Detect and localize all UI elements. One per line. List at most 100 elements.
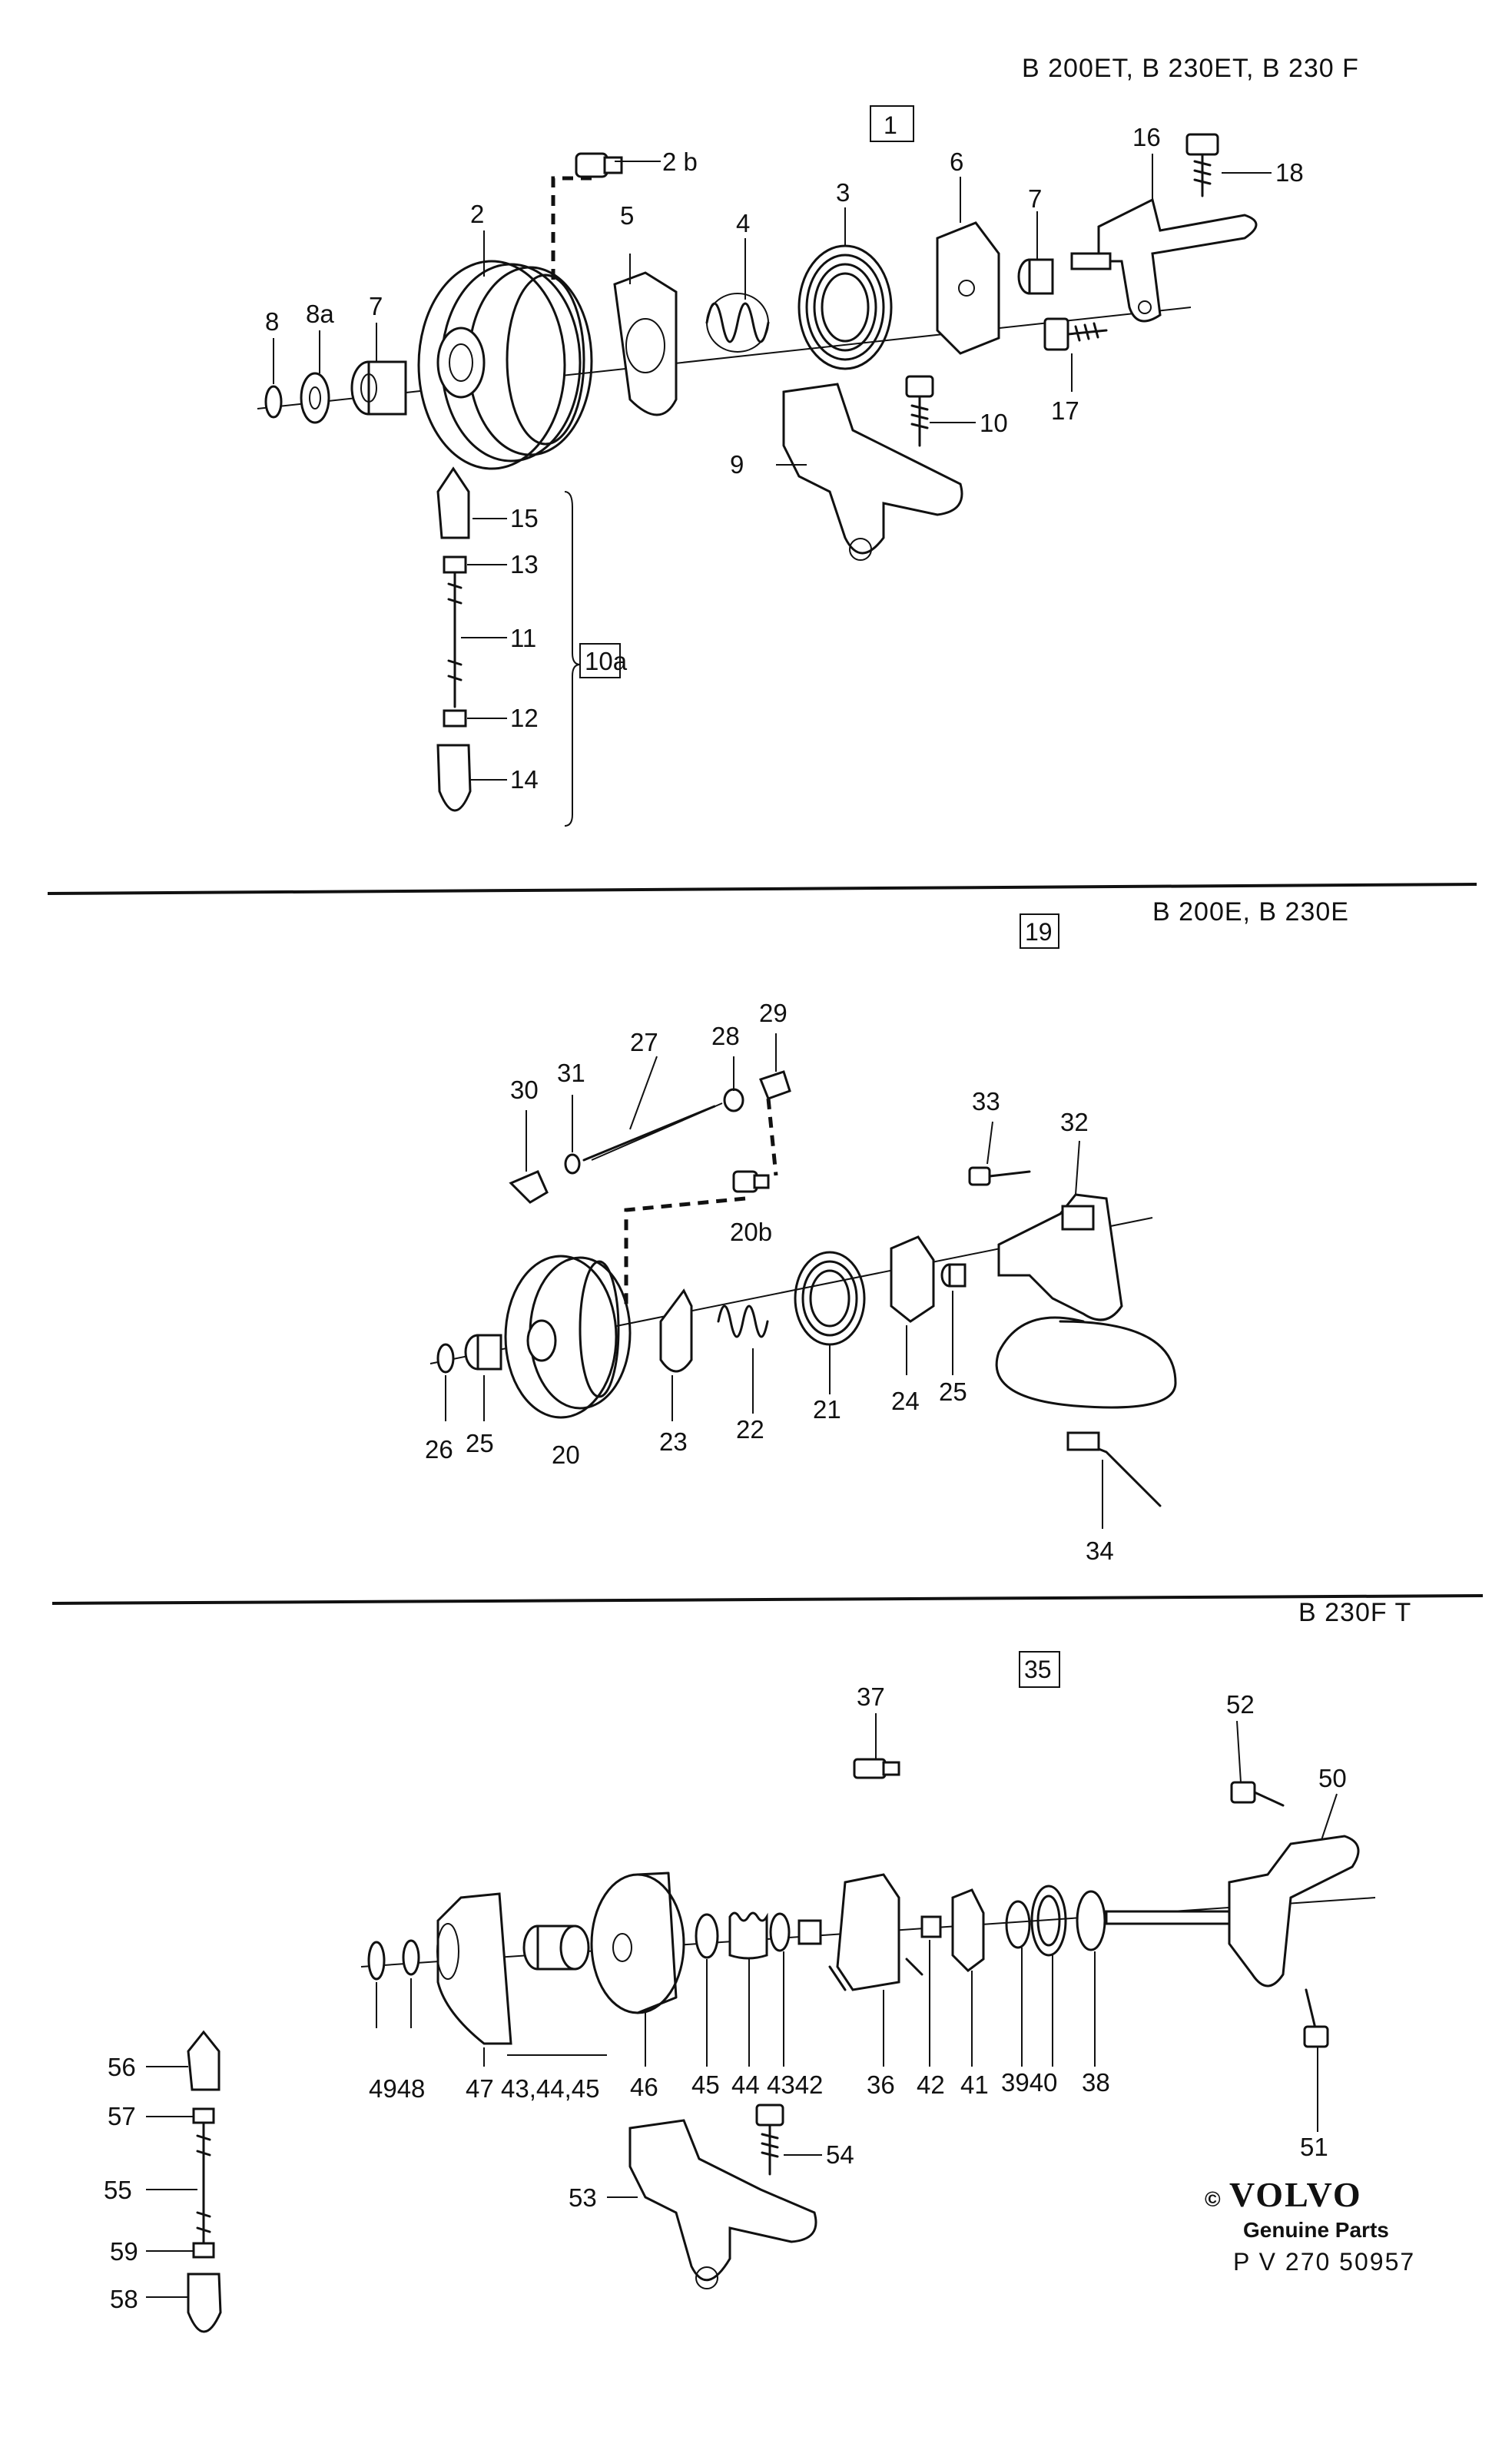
- washer-45: [695, 1913, 719, 1959]
- section-1-engines: B 200ET, B 230ET, B 230 F: [1022, 54, 1359, 83]
- label-57: 57: [108, 2102, 136, 2130]
- label-30: 30: [510, 1076, 539, 1104]
- spring-44: [728, 1911, 768, 1960]
- screw-54: [755, 2104, 784, 2176]
- label-44: 44: [731, 2070, 760, 2099]
- label-21: 21: [813, 1395, 841, 1424]
- label-27: 27: [630, 1028, 658, 1056]
- pin-37: [853, 1758, 900, 1779]
- plate-6: [936, 221, 1000, 355]
- plate-41: [951, 1888, 985, 1972]
- label-47: 47: [466, 2074, 494, 2103]
- label-52: 52: [1226, 1690, 1255, 1719]
- label-26: 26: [425, 1435, 453, 1464]
- label-56: 56: [108, 2053, 136, 2081]
- section-19-engines: B 200E, B 230E: [1152, 897, 1349, 927]
- section-1-axis: [257, 307, 1192, 409]
- label-18: 18: [1275, 158, 1304, 187]
- label-31: 31: [557, 1059, 585, 1087]
- bracket-32: [997, 1193, 1123, 1321]
- piston-43-44-45: [522, 1924, 590, 1971]
- shaft: [1105, 1910, 1231, 1925]
- coil-spring-3: [797, 244, 893, 370]
- housing-36: [836, 1873, 900, 1991]
- volvo-footer: © VOLVO Genuine Parts P V 270 50957: [1205, 2175, 1414, 2276]
- bolt-18: [1185, 133, 1219, 197]
- section-35-group-ref: 35: [1024, 1656, 1052, 1683]
- label-24: 24: [891, 1387, 920, 1415]
- washer-8: [264, 385, 283, 419]
- section-19-group-ref: 19: [1025, 918, 1053, 946]
- label-29: 29: [759, 999, 788, 1027]
- screw-17: [1043, 317, 1108, 351]
- copyright-symbol: ©: [1205, 2187, 1221, 2211]
- bracket-9: [782, 383, 963, 555]
- label-15: 15: [510, 504, 539, 532]
- coil-spring-21: [794, 1251, 866, 1346]
- drum-housing-2: [417, 260, 593, 470]
- section-1-group-ref: 1: [884, 111, 897, 139]
- label-23: 23: [659, 1427, 688, 1456]
- lever-50: [1228, 1835, 1360, 1987]
- label-41: 41: [960, 2070, 989, 2099]
- section-divider-2: [51, 1594, 1484, 1605]
- pin-20b: [732, 1170, 770, 1193]
- rod-assembly-27: [509, 1070, 791, 1204]
- section-19-group-box: [1020, 913, 1059, 949]
- washer-48: [402, 1939, 420, 1976]
- drum-20: [504, 1255, 632, 1419]
- section-35-diagram: B 230F T 35: [104, 1598, 1411, 2333]
- label-7-upper: 7: [1028, 184, 1042, 213]
- label-22: 22: [736, 1415, 764, 1444]
- lock-plate-5: [613, 271, 678, 416]
- washer-43: [769, 1912, 791, 1952]
- label-10a: 10a: [585, 647, 628, 675]
- label-10: 10: [980, 409, 1008, 437]
- label-20: 20: [552, 1440, 580, 1469]
- label-43-44-45: 43,44,45: [501, 2074, 599, 2103]
- label-33: 33: [972, 1087, 1000, 1116]
- label-4: 4: [736, 209, 750, 237]
- label-34: 34: [1086, 1537, 1114, 1565]
- label-54: 54: [826, 2140, 854, 2169]
- bolt-51: [1303, 1988, 1329, 2048]
- springs-39-40: [1005, 1885, 1067, 1957]
- section-1-group-box: [870, 105, 914, 142]
- label-28: 28: [711, 1022, 740, 1050]
- label-7-lower: 7: [369, 292, 383, 320]
- housing-47: [436, 1892, 512, 2045]
- washer-49: [367, 1941, 386, 1981]
- label-59: 59: [110, 2237, 138, 2266]
- label-2b: 2 b: [662, 148, 698, 176]
- label-3: 3: [836, 178, 850, 207]
- label-5: 5: [620, 201, 634, 230]
- label-50: 50: [1318, 1764, 1347, 1792]
- label-58: 58: [110, 2285, 138, 2313]
- cable-34: [995, 1316, 1177, 1507]
- volvo-logo: VOLVO: [1229, 2175, 1362, 2214]
- plate-38: [1076, 1890, 1106, 1951]
- label-8: 8: [265, 307, 279, 336]
- section-35-engines: B 230F T: [1298, 1598, 1411, 1627]
- lock-plate-23: [659, 1288, 693, 1373]
- washer-26: [436, 1343, 455, 1374]
- label-45: 45: [691, 2070, 720, 2099]
- section-divider-1: [47, 883, 1477, 895]
- section-35-group-box: [1019, 1651, 1060, 1688]
- label-3940: 3940: [1001, 2068, 1057, 2097]
- label-2: 2: [470, 200, 484, 228]
- lever-16: [1097, 197, 1258, 323]
- housing-46: [590, 1871, 685, 2014]
- label-46: 46: [630, 2073, 658, 2101]
- label-6: 6: [950, 148, 963, 176]
- linkage-10a: [436, 466, 621, 827]
- screw-33: [968, 1166, 1031, 1186]
- label-8a: 8a: [306, 300, 334, 328]
- plate-24: [890, 1235, 935, 1323]
- spring-4: [705, 293, 770, 353]
- section-1-diagram: B 200ET, B 230ET, B 230 F 1: [257, 54, 1359, 827]
- label-13: 13: [510, 550, 539, 579]
- label-20b: 20b: [730, 1218, 772, 1246]
- label-16: 16: [1132, 123, 1161, 151]
